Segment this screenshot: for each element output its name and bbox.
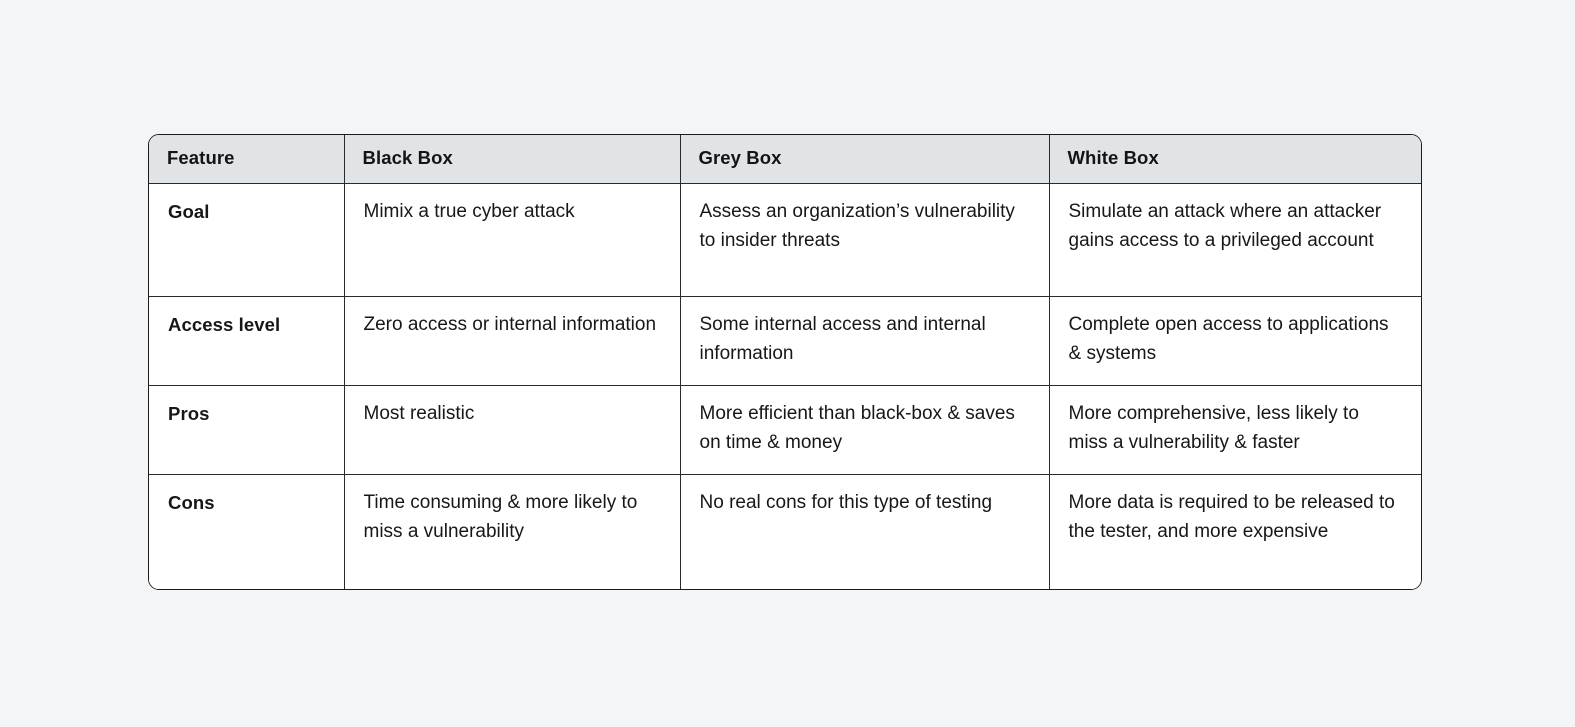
comparison-table-container: Feature Black Box Grey Box White Box Goa… bbox=[148, 134, 1422, 590]
cell-black-box-goal: Mimix a true cyber attack bbox=[344, 183, 681, 297]
cell-grey-box-cons: No real cons for this type of testing bbox=[680, 474, 1050, 589]
cell-black-box-pros: Most realistic bbox=[344, 385, 681, 475]
cell-grey-box-pros: More efficient than black-box & saves on… bbox=[680, 385, 1050, 475]
cell-grey-box-goal: Assess an organization’s vulnerability t… bbox=[680, 183, 1050, 297]
cell-white-box-goal: Simulate an attack where an attacker gai… bbox=[1049, 183, 1421, 297]
cell-grey-box-access-level: Some internal access and internal inform… bbox=[680, 296, 1050, 386]
cell-feature-access-level: Access level bbox=[149, 296, 345, 386]
column-header-black-box: Black Box bbox=[344, 135, 681, 184]
table-row: Cons Time consuming & more likely to mis… bbox=[149, 474, 1421, 589]
cell-black-box-access-level: Zero access or internal information bbox=[344, 296, 681, 386]
column-header-feature: Feature bbox=[149, 135, 345, 184]
cell-feature-goal: Goal bbox=[149, 183, 345, 297]
comparison-table: Feature Black Box Grey Box White Box Goa… bbox=[149, 135, 1421, 589]
table-row: Goal Mimix a true cyber attack Assess an… bbox=[149, 183, 1421, 297]
cell-white-box-cons: More data is required to be released to … bbox=[1049, 474, 1421, 589]
cell-feature-cons: Cons bbox=[149, 474, 345, 589]
cell-black-box-cons: Time consuming & more likely to miss a v… bbox=[344, 474, 681, 589]
cell-white-box-pros: More comprehensive, less likely to miss … bbox=[1049, 385, 1421, 475]
cell-feature-pros: Pros bbox=[149, 385, 345, 475]
table-row: Access level Zero access or internal inf… bbox=[149, 296, 1421, 386]
cell-white-box-access-level: Complete open access to applications & s… bbox=[1049, 296, 1421, 386]
table-body: Goal Mimix a true cyber attack Assess an… bbox=[149, 183, 1421, 589]
table-header-row: Feature Black Box Grey Box White Box bbox=[149, 135, 1421, 184]
column-header-grey-box: Grey Box bbox=[680, 135, 1050, 184]
column-header-white-box: White Box bbox=[1049, 135, 1421, 184]
table-header: Feature Black Box Grey Box White Box bbox=[149, 135, 1421, 184]
table-row: Pros Most realistic More efficient than … bbox=[149, 385, 1421, 475]
